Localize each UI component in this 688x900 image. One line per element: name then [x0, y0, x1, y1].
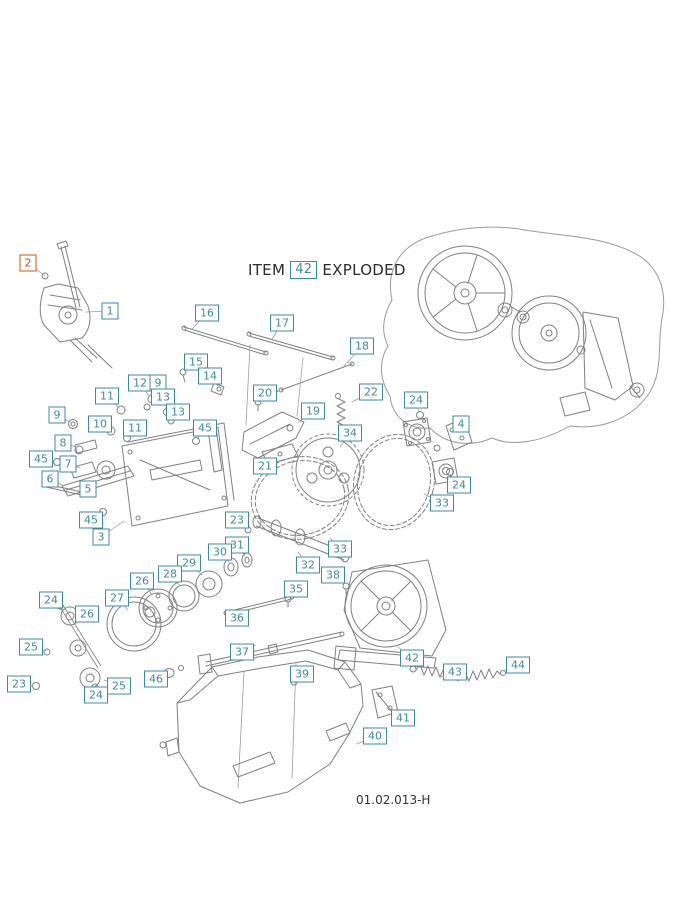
- bearing-disc-art: [106, 570, 223, 652]
- callout-42[interactable]: 42: [400, 649, 424, 667]
- frame-stand-art: [559, 311, 645, 417]
- callout-7[interactable]: 7: [59, 455, 77, 473]
- annotation-prefix: ITEM: [248, 261, 286, 280]
- drawing-number: 01.02.013-H: [356, 793, 431, 807]
- callout-32[interactable]: 32: [296, 556, 320, 574]
- callout-21[interactable]: 21: [253, 457, 277, 475]
- callout-34[interactable]: 34: [338, 424, 362, 442]
- callout-12[interactable]: 12: [128, 374, 152, 392]
- callout-23[interactable]: 23: [225, 511, 249, 529]
- small-rods-art: [197, 582, 350, 686]
- callout-9[interactable]: 9: [48, 406, 66, 424]
- callout-45[interactable]: 45: [29, 450, 53, 468]
- callout-13[interactable]: 13: [151, 388, 175, 406]
- control-rods-art: [179, 325, 355, 426]
- callout-19[interactable]: 19: [301, 402, 325, 420]
- callout-11[interactable]: 11: [95, 387, 119, 405]
- exploded-annotation: ITEM 42 EXPLODED: [248, 261, 406, 280]
- callout-24[interactable]: 24: [84, 686, 108, 704]
- callout-17[interactable]: 17: [270, 314, 294, 332]
- callout-16[interactable]: 16: [195, 304, 219, 322]
- annotation-suffix: EXPLODED: [322, 261, 406, 280]
- chain-sprocket-art: [250, 433, 436, 540]
- swing-bracket-art: [241, 398, 305, 465]
- callout-30[interactable]: 30: [208, 543, 232, 561]
- callout-15[interactable]: 15: [184, 353, 208, 371]
- callout-33[interactable]: 33: [430, 494, 454, 512]
- callout-23[interactable]: 23: [7, 675, 31, 693]
- callout-45[interactable]: 45: [79, 511, 103, 529]
- callout-36[interactable]: 36: [225, 609, 249, 627]
- callout-25[interactable]: 25: [19, 638, 43, 656]
- callout-41[interactable]: 41: [391, 709, 415, 727]
- callout-29[interactable]: 29: [177, 554, 201, 572]
- lever-assembly-art: [39, 240, 113, 369]
- callout-28[interactable]: 28: [158, 565, 182, 583]
- belt-cover-art: [159, 649, 364, 804]
- drive-wheel-art: [333, 559, 447, 671]
- callout-25[interactable]: 25: [107, 677, 131, 695]
- callout-38[interactable]: 38: [321, 566, 345, 584]
- callout-35[interactable]: 35: [284, 580, 308, 598]
- callout-24[interactable]: 24: [447, 476, 471, 494]
- callout-44[interactable]: 44: [506, 656, 530, 674]
- exploded-view-bubble: [381, 226, 665, 444]
- mounting-plate-art: [121, 422, 235, 527]
- callout-45[interactable]: 45: [193, 419, 217, 437]
- callout-26[interactable]: 26: [75, 605, 99, 623]
- callout-8[interactable]: 8: [54, 434, 72, 452]
- annotation-item-box[interactable]: 42: [290, 261, 318, 280]
- callout-1[interactable]: 1: [101, 302, 119, 320]
- callout-33[interactable]: 33: [328, 540, 352, 558]
- callout-24[interactable]: 24: [404, 391, 428, 409]
- callout-2[interactable]: 2: [19, 254, 37, 272]
- callout-10[interactable]: 10: [88, 415, 112, 433]
- callout-6[interactable]: 6: [41, 470, 59, 488]
- exploded-wheel-art: [417, 245, 587, 371]
- idler-arm-art: [45, 439, 135, 497]
- callout-4[interactable]: 4: [452, 415, 470, 433]
- callout-39[interactable]: 39: [290, 665, 314, 683]
- callout-22[interactable]: 22: [359, 383, 383, 401]
- callout-46[interactable]: 46: [144, 670, 168, 688]
- callout-27[interactable]: 27: [105, 589, 129, 607]
- callout-5[interactable]: 5: [79, 480, 97, 498]
- callout-3[interactable]: 3: [92, 528, 110, 546]
- callout-20[interactable]: 20: [253, 384, 277, 402]
- callout-26[interactable]: 26: [130, 572, 154, 590]
- callout-37[interactable]: 37: [230, 643, 254, 661]
- callout-14[interactable]: 14: [198, 367, 222, 385]
- callout-11[interactable]: 11: [123, 419, 147, 437]
- callout-40[interactable]: 40: [363, 727, 387, 745]
- callout-43[interactable]: 43: [443, 663, 467, 681]
- callout-24[interactable]: 24: [39, 591, 63, 609]
- callout-18[interactable]: 18: [350, 337, 374, 355]
- callout-13[interactable]: 13: [166, 403, 190, 421]
